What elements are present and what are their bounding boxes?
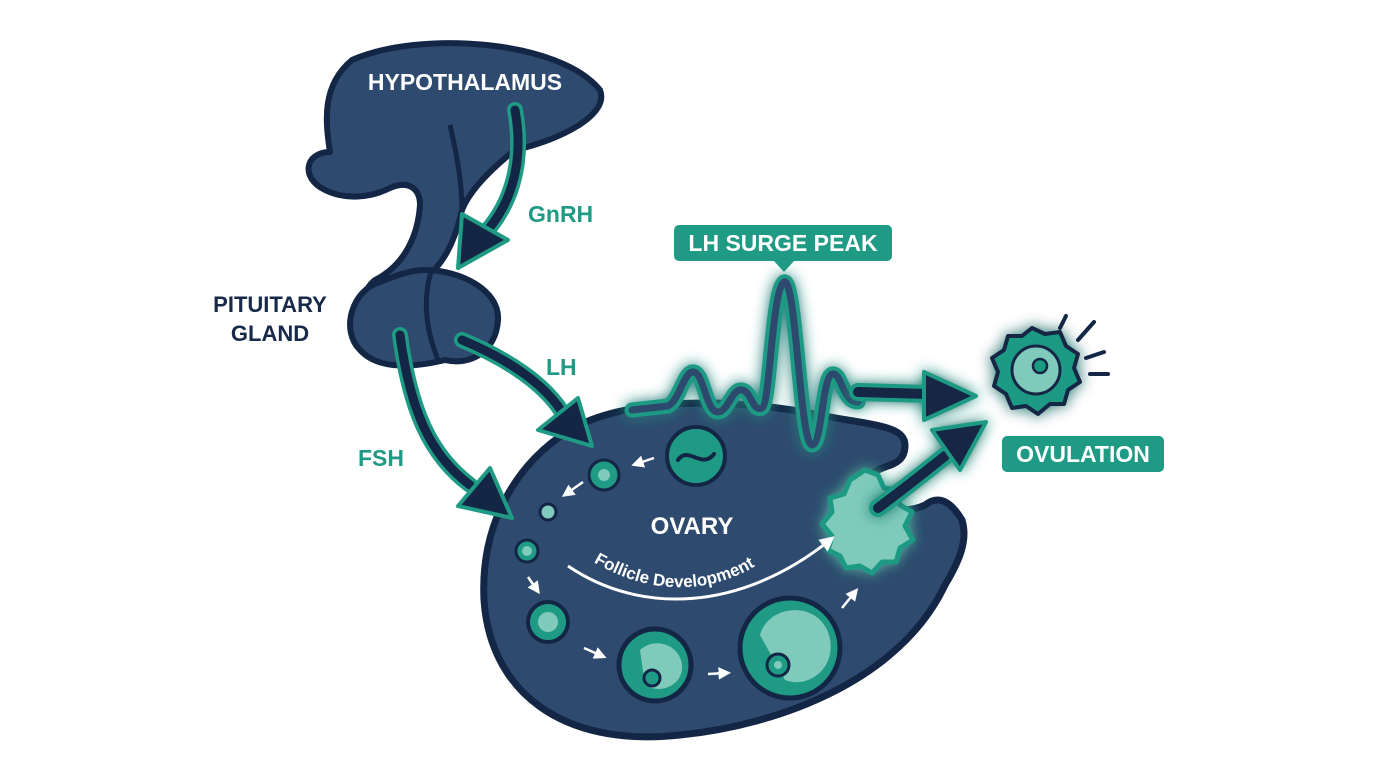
pituitary-label-line2: GLAND <box>231 321 309 346</box>
dev-arrow-5 <box>707 667 731 680</box>
lh-surge-peak-callout: LH SURGE PEAK <box>674 225 892 272</box>
dev-arrow-1 <box>631 455 655 468</box>
burst-lines-icon <box>1058 314 1110 376</box>
pituitary-label-line1: PITUITARY <box>213 292 327 317</box>
follicle-stage-small-2 <box>514 538 540 564</box>
follicle-stage-small-3 <box>587 458 621 492</box>
fsh-arrow-icon <box>392 327 514 520</box>
surge-to-egg-arrow-icon <box>849 370 978 422</box>
lh-surge-peak-label: LH SURGE PEAK <box>688 230 878 256</box>
dev-arrow-2 <box>561 480 584 497</box>
follicle-stage-primary <box>526 600 570 644</box>
follicle-stage-secondary <box>616 626 694 704</box>
gnrh-arrow-icon <box>456 102 527 270</box>
follicle-stage-antral <box>737 595 843 701</box>
dev-arrow-4 <box>583 646 607 659</box>
dev-arrow-6 <box>841 588 859 609</box>
lh-surge-wave <box>624 274 866 453</box>
follicle-development-arc <box>567 536 835 601</box>
ovary-label: OVARY <box>651 513 734 540</box>
hypothalamus-label: HYPOTHALAMUS <box>368 69 562 95</box>
gnrh-label: GnRH <box>528 201 593 227</box>
oocyte-icon <box>990 326 1082 416</box>
development-arrows <box>526 455 859 680</box>
dev-arrow-3 <box>526 576 540 595</box>
follicle-corpus-shape <box>665 425 727 487</box>
ovulation-label: OVULATION <box>1016 441 1150 467</box>
fsh-label: FSH <box>358 445 404 471</box>
lh-arrow-icon <box>454 332 594 448</box>
follicle-stage-small-1 <box>538 502 558 522</box>
follicle-to-egg-arrow-icon <box>869 420 988 517</box>
lh-label: LH <box>546 354 577 380</box>
ovulation-tag: OVULATION <box>1002 436 1164 472</box>
